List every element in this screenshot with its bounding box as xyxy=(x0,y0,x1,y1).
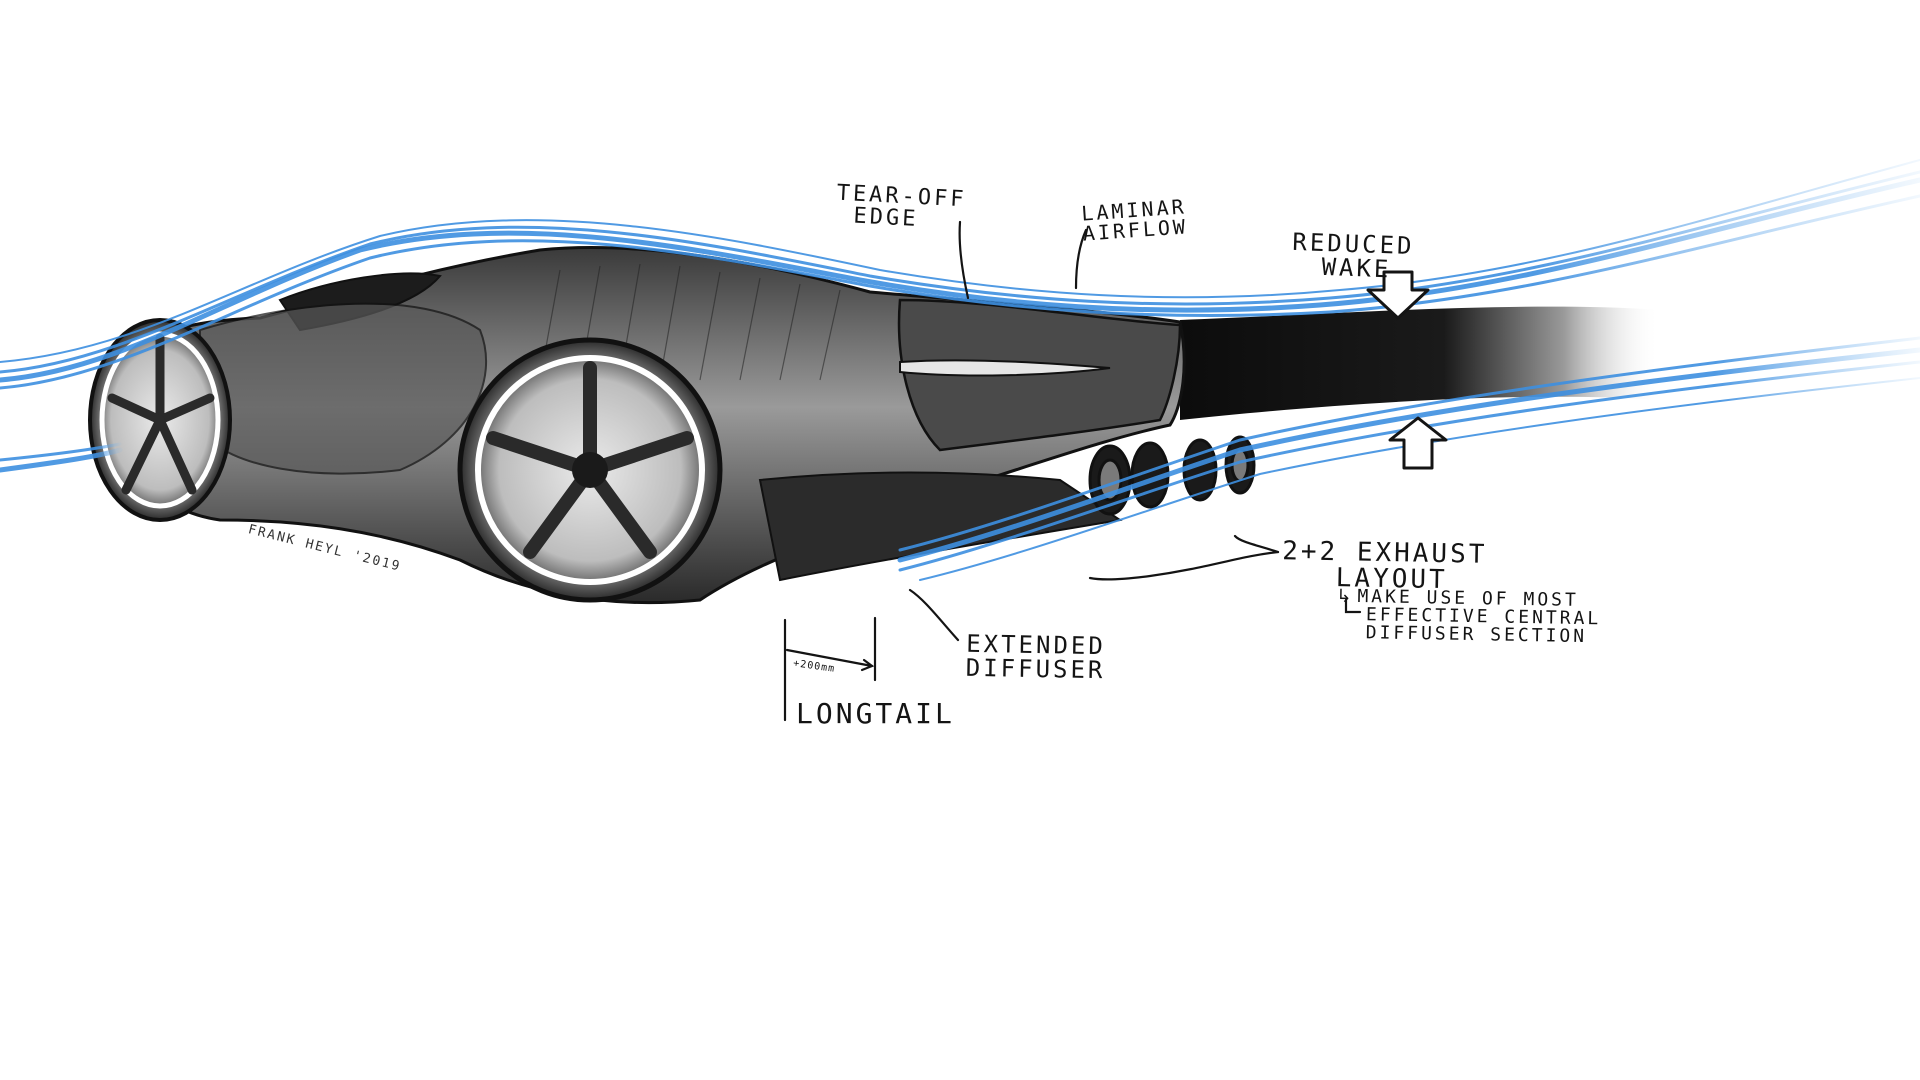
airflow-lower xyxy=(0,336,1920,581)
annotation-extended-diffuser: EXTENDED DIFFUSER xyxy=(965,630,1106,685)
annotation-diffuser-note: ↳MAKE USE OF MOST EFFECTIVE CENTRAL DIFF… xyxy=(1336,585,1602,648)
annotation-reduced-wake: REDUCED WAKE xyxy=(1291,228,1415,283)
extended-line-2: DIFFUSER xyxy=(965,653,1106,685)
diffuser-note-line-3: DIFFUSER SECTION xyxy=(1365,622,1588,648)
annotation-laminar-airflow: LAMINAR AIRFLOW xyxy=(1081,194,1189,245)
annotation-tear-off-edge: TEAR-OFF EDGE xyxy=(835,181,967,234)
rear-wheel xyxy=(457,337,723,603)
front-wheel xyxy=(88,318,232,522)
wake-arrow-up xyxy=(1388,416,1448,470)
annotation-longtail: LONGTAIL xyxy=(796,697,955,730)
annotation-leaders xyxy=(783,220,1362,722)
airflow-upper xyxy=(0,159,1920,390)
wake-arrow-down xyxy=(1366,270,1430,320)
wake-region xyxy=(1180,306,1660,420)
annotation-exhaust-layout: 2+2 EXHAUST LAYOUT xyxy=(1282,536,1488,595)
note-arrow-icon: ↳ xyxy=(1336,585,1352,607)
